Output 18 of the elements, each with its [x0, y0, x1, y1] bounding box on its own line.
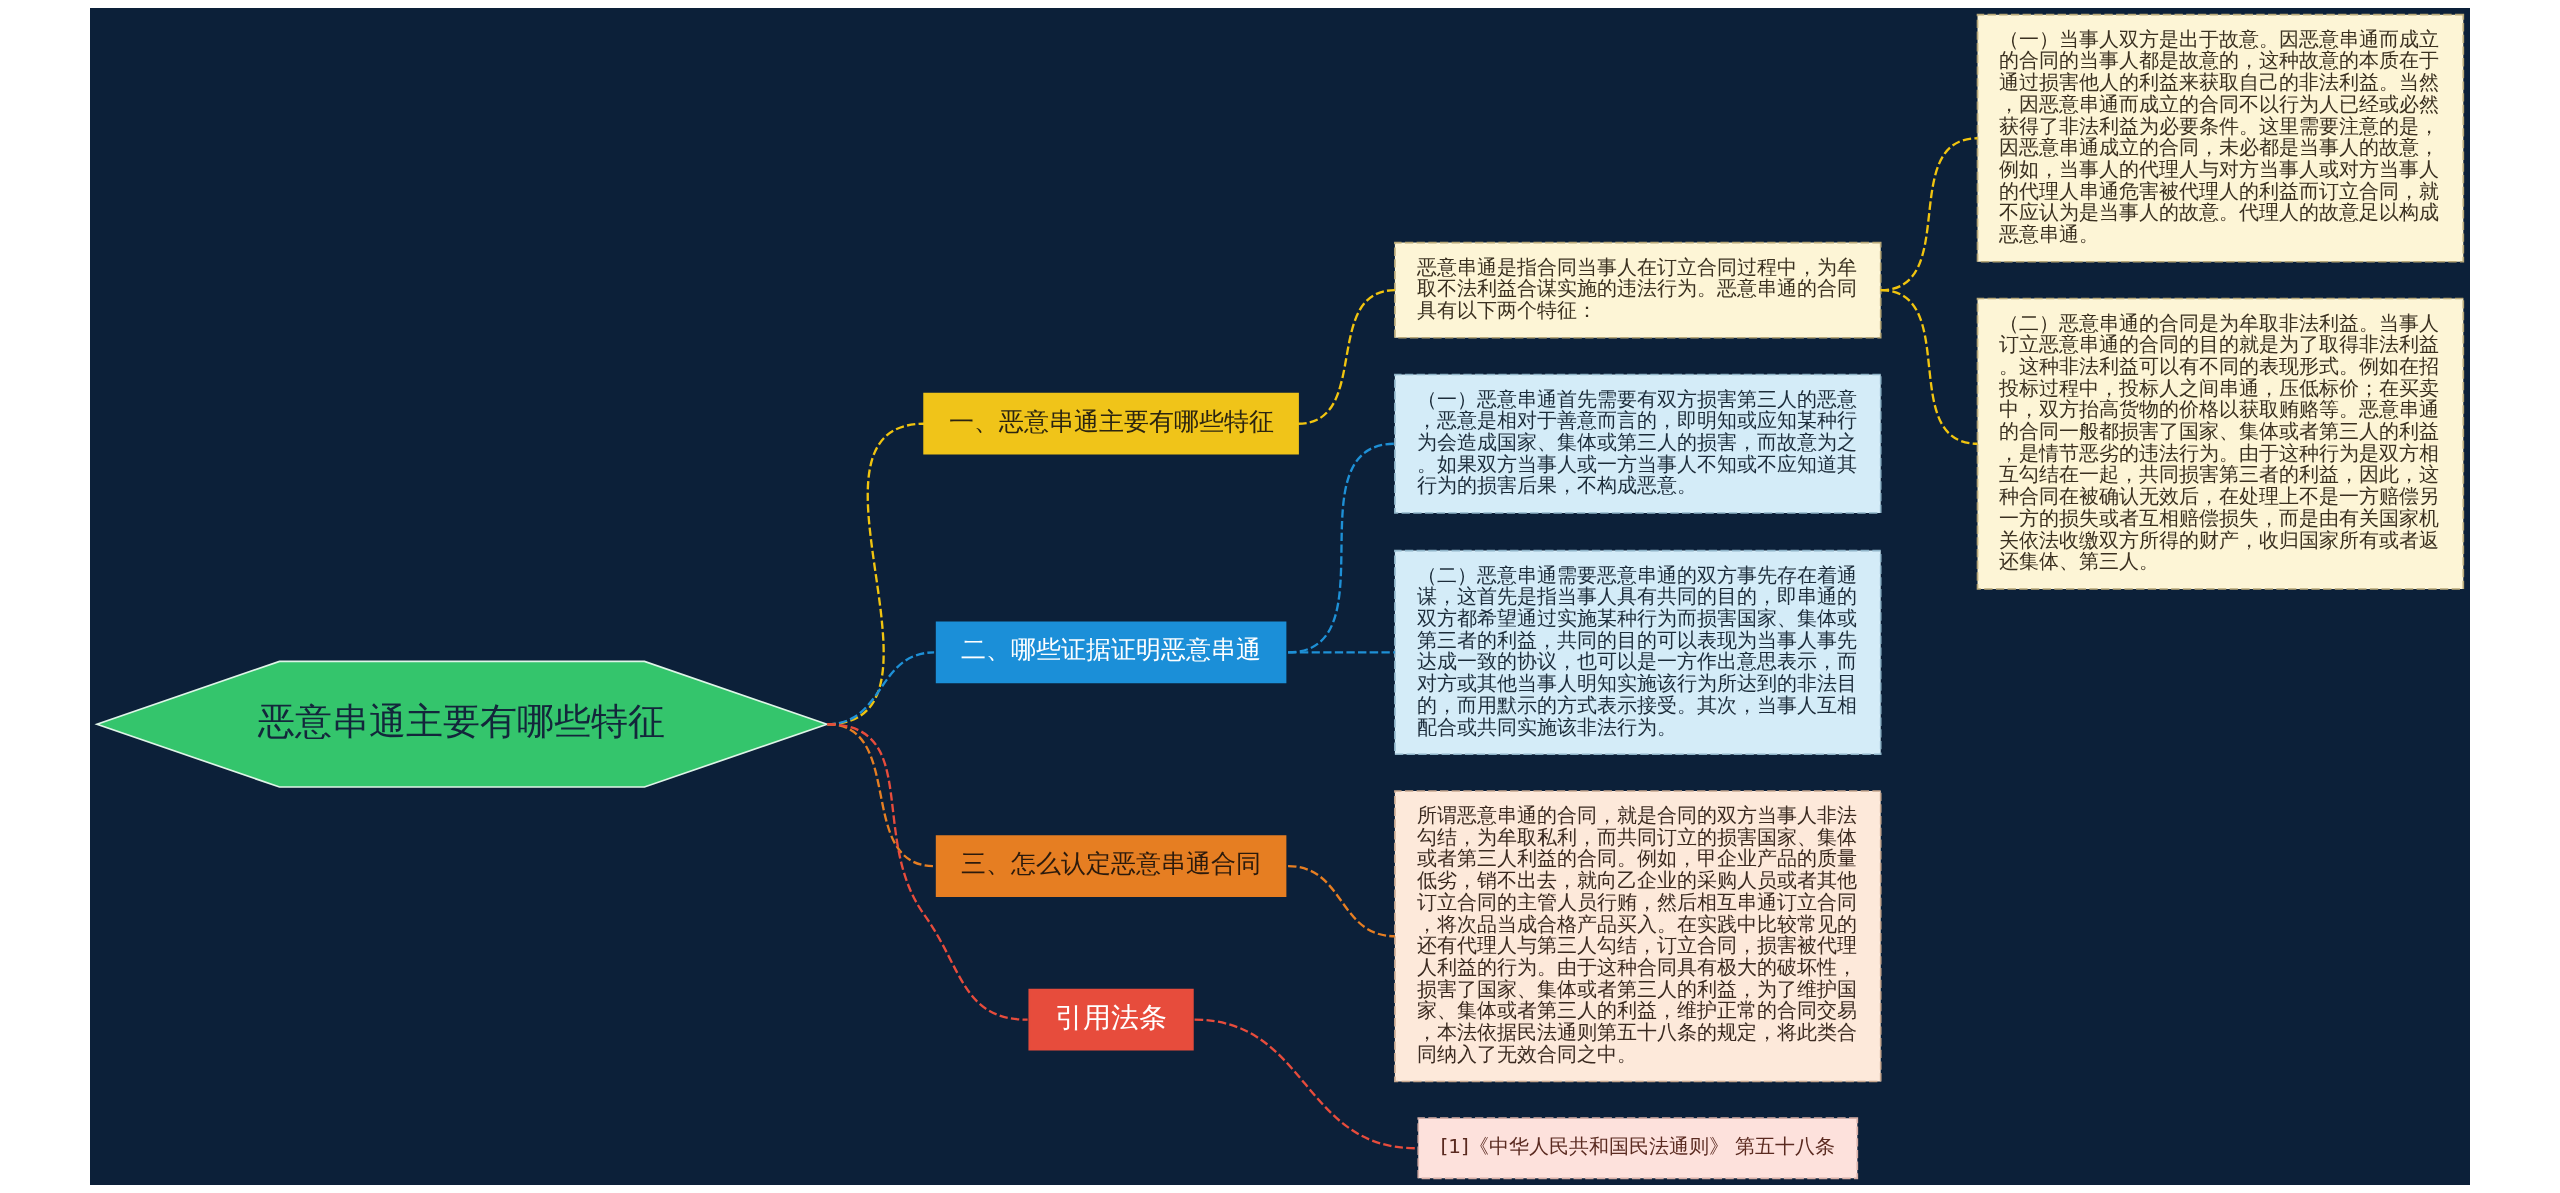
connector [827, 723, 1028, 1021]
connector [1194, 1018, 1416, 1150]
connector [1288, 651, 1395, 654]
node-box: 引用法条 [1028, 988, 1194, 1051]
node-box: （二）恶意串通需要恶意串通的双方事先存在着通谋，这首先是指当事人具有共同的目的，即串通的双方都希望通过实施某种行为而损害国家、集体或第三者的利益，共同的目的可以表现为当事人事先达成一致的协议，也可以是一方作出意思表示，而对方或其他当事人明知实施该行为所达到的非法目的，而用默示的方式表示接受。其次，当事人互相配合或共同实施该非法行为。 [1394, 549, 1882, 756]
node-box: （一）恶意串通首先需要有双方损害第三人的恶意，恶意是相对于善意而言的，即明知或应知某种行为会造成国家、集体或第三人的损害，而故意为之。如果双方当事人或一方当事人不知或不应知道其行为的损害后果，不构成恶意。 [1394, 373, 1882, 514]
node-box: 所谓恶意串通的合同，就是合同的双方当事人非法勾结，为牟取私利，而共同订立的损害国家、集体或者第三人利益的合同。例如，甲企业产品的质量低劣，销不出去，就向乙企业的采购人员或者其他订立合同的主管人员行贿，然后相互串通订立合同，将次品当成合格产品买入。在实践中比较常见的还有代理人与第三人勾结，订立合同，损害被代理人利益的行为。由于这种合同具有极大的破坏性，损害了国家、集体或者第三人的利益，为了维护国家、集体或者第三人的利益，维护正常的合同交易，本法依据民法通则第五十八条的规定，将此类合同纳入了无效合同之中。 [1394, 790, 1882, 1083]
node-box: 二、哪些证据证明恶意串通 [935, 621, 1287, 684]
connector [1287, 442, 1396, 654]
node-box: （一）当事人双方是出于故意。因恶意串通而成立的合同的当事人都是故意的，这种故意的本质在于通过损害他人的利益来获取自己的非法利益。当然，因恶意串通而成立的合同不以行为人已经或必然获得了非法利益为必要条件。这里需要注意的是，因恶意串通成立的合同，未必都是当事人的故意，例如，当事人的代理人与对方当事人或对方当事人的代理人串通危害被代理人的利益而订立合同，就不应认为是当事人的故意。代理人的故意足以构成恶意串通。 [1976, 13, 2465, 263]
connector [1287, 864, 1395, 938]
node-box: [1]《中华人民共和国民法通则》 第五十八条 [1417, 1117, 1859, 1180]
node-box: 恶意串通是指合同当事人在订立合同过程中，为牟取不法利益合谋实施的违法行为。恶意串通的合同具有以下两个特征： [1394, 241, 1882, 339]
connector [1880, 289, 1978, 445]
node-box: （二）恶意串通的合同是为牟取非法利益。当事人订立恶意串通的合同的目的就是为了取得非法利益。这种非法利益可以有不同的表现形式。例如在招投标过程中，投标人之间串通，压低标价；在买卖中，双方抬高货物的价格以获取贿赂等。恶意串通的合同一般都损害了国家、集体或者第三人的利益，是情节恶劣的违法行为。由于这种行为是双方相互勾结在一起，共同损害第三者的利益，因此，这种合同在被确认无效后，在处理上不是一方赔偿另一方的损失或者互相赔偿损失，而是由有关国家机关依法收缴双方所得的财产，收归国家所有或者返还集体、第三人。 [1976, 297, 2465, 590]
node-box: 一、恶意串通主要有哪些特征 [923, 392, 1299, 455]
connector [1297, 289, 1396, 425]
node-box: 三、怎么认定恶意串通合同 [935, 835, 1287, 897]
